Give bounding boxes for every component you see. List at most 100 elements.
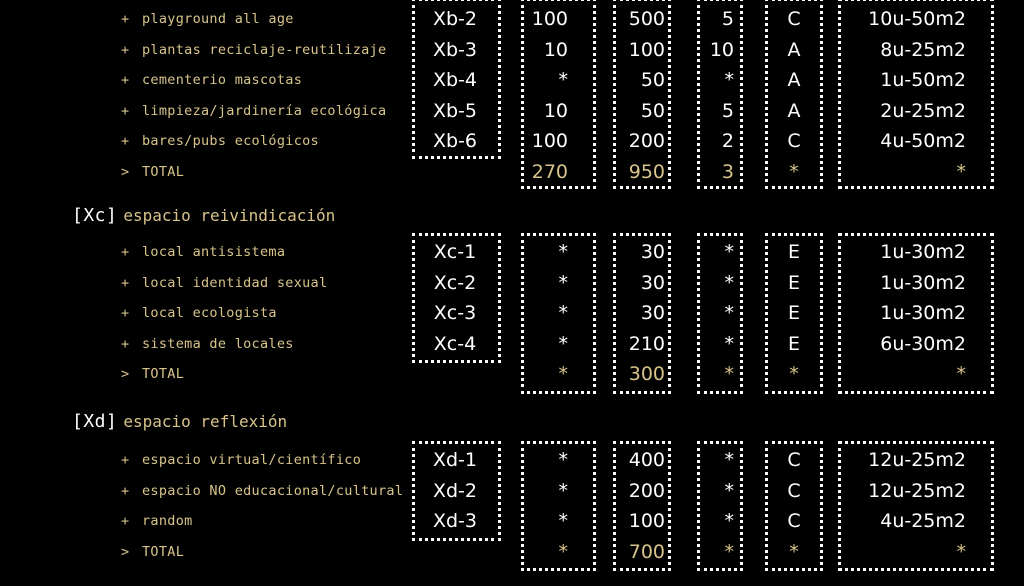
cell-c3: 10: [709, 38, 734, 61]
item-label: plantas reciclaje-reutilizaje: [142, 41, 387, 58]
plus-marker: +: [121, 102, 130, 119]
cell-c2: 30: [640, 271, 665, 294]
total-label: >TOTAL: [121, 544, 184, 560]
cell-c4: *: [789, 160, 799, 183]
section-code: [Xc]: [72, 205, 118, 226]
item-label: espacio NO educacional/cultural: [142, 482, 404, 499]
cell-c4: C: [787, 479, 801, 502]
cell-c3: *: [724, 510, 735, 532]
cell-code: Xc-1: [433, 241, 477, 263]
item-label: random: [142, 513, 193, 529]
cell-code: Xd-1: [432, 449, 478, 471]
program-item: + espacio NO educacional/cultural: [121, 483, 403, 499]
item-label: local antisistema: [142, 244, 286, 260]
plus-marker: +: [121, 274, 130, 291]
total-label: > TOTAL: [121, 366, 184, 382]
cell-c5: 1u-50m2: [880, 69, 966, 91]
cell-c4: E: [787, 332, 801, 355]
program-item: + random: [121, 513, 193, 529]
cell-c1: *: [558, 241, 569, 263]
cell-c5: 2u-25m2: [880, 99, 966, 122]
cell-c2: 200: [628, 479, 665, 502]
column-box-c4: [765, 233, 823, 394]
cell-c2: 100: [628, 38, 665, 61]
cell-c4: E: [787, 302, 801, 324]
program-item: +espacio virtual/científico: [121, 452, 361, 468]
cell-c2: 300: [628, 363, 665, 385]
cell-c1: 100: [531, 130, 568, 152]
cell-c1: *: [558, 271, 569, 294]
cell-c2: 210: [628, 332, 665, 355]
column-box-c5: [838, 441, 994, 571]
cell-c2: 30: [640, 241, 665, 263]
section-title: espacio reivindicación: [123, 206, 336, 225]
cell-c5: *: [956, 540, 967, 563]
plus-marker: +: [121, 482, 130, 499]
cell-c3: *: [724, 302, 735, 324]
cell-c4: A: [787, 99, 801, 122]
program-item: + local identidad sexual: [121, 275, 327, 291]
item-label: TOTAL: [142, 366, 185, 382]
item-label: cementerio mascotas: [142, 72, 303, 88]
cell-code: Xb-6: [432, 130, 478, 152]
cell-c1: *: [558, 332, 569, 355]
cell-code: Xb-3: [432, 38, 478, 61]
column-box-c4: [765, 0, 823, 189]
arrow-marker: >: [121, 366, 130, 382]
cell-c1: 10: [543, 99, 568, 122]
cell-c5: 4u-50m2: [880, 130, 966, 152]
cell-c1: *: [558, 363, 569, 385]
column-box-c2: [613, 0, 671, 189]
cell-c3: *: [724, 241, 735, 263]
program-item: +bares/pubs ecológicos: [121, 133, 319, 149]
item-label: local identidad sexual: [142, 274, 328, 291]
cell-c4: *: [789, 363, 799, 385]
cell-code: Xb-2: [432, 8, 478, 30]
column-box-c1: [521, 0, 596, 189]
cell-c4: A: [787, 38, 801, 61]
cell-c4: *: [789, 540, 799, 563]
arrow-marker: >: [121, 543, 130, 560]
cell-c5: *: [956, 160, 967, 183]
cell-c5: 6u-30m2: [880, 332, 966, 355]
arrow-marker: >: [121, 163, 130, 180]
cell-code: Xb-5: [432, 99, 478, 122]
cell-c1: 10: [543, 38, 568, 61]
column-box-c1: [521, 441, 596, 571]
cell-c3: *: [724, 449, 735, 471]
item-label: local ecologista: [142, 305, 277, 321]
column-box-c2: [613, 233, 671, 394]
cell-c1: 100: [531, 8, 568, 30]
cell-c4: E: [787, 271, 801, 294]
plus-marker: +: [121, 11, 130, 27]
plus-marker: +: [121, 513, 130, 529]
cell-c2: 400: [628, 449, 665, 471]
cell-code: Xc-4: [433, 332, 477, 355]
cell-c2: 700: [628, 540, 665, 563]
program-item: +local ecologista: [121, 305, 277, 321]
plus-marker: +: [121, 335, 130, 352]
cell-c2: 50: [640, 69, 665, 91]
cell-c5: 1u-30m2: [880, 302, 966, 324]
program-item: + sistema de locales: [121, 336, 294, 352]
cell-c1: *: [558, 302, 569, 324]
cell-c2: 200: [628, 130, 665, 152]
column-box-c2: [613, 441, 671, 571]
cell-code: Xb-4: [432, 69, 478, 91]
cell-c2: 100: [628, 510, 665, 532]
cell-c5: 12u-25m2: [868, 479, 966, 502]
cell-c3: *: [724, 363, 735, 385]
section-header: [Xc] espacio reivindicación: [72, 205, 335, 227]
item-label: sistema de locales: [142, 335, 294, 352]
section-title: espacio reflexión: [123, 412, 288, 431]
cell-c1: *: [558, 479, 569, 502]
cell-c5: *: [956, 363, 967, 385]
cell-c5: 4u-25m2: [880, 510, 966, 532]
cell-c2: 500: [628, 8, 665, 30]
cell-code: Xc-3: [433, 302, 477, 324]
plus-marker: +: [121, 41, 130, 58]
column-box-code: [412, 0, 501, 159]
column-box-code: [412, 441, 501, 541]
cell-c5: 1u-30m2: [880, 271, 966, 294]
